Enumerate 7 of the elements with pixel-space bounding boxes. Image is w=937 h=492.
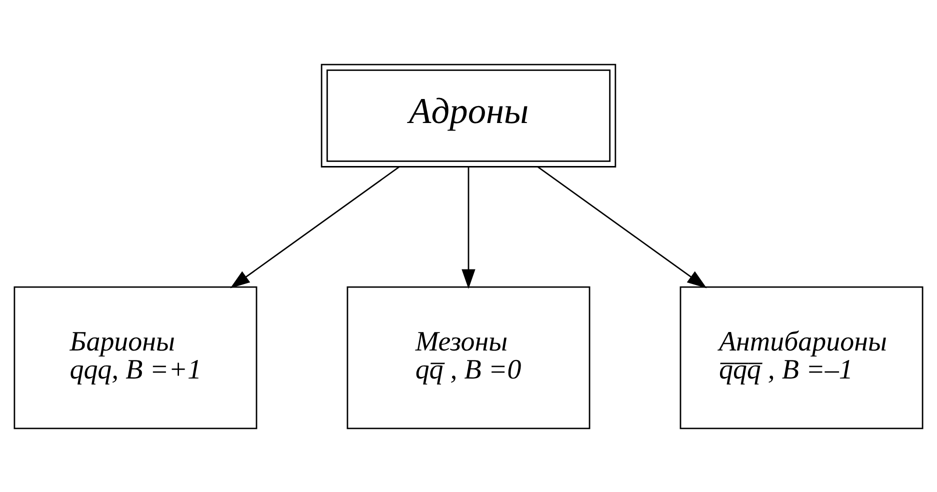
node-box: Антибарионы q̅q̅q̅ , B =–1 [680, 286, 924, 429]
arrow [230, 166, 400, 288]
node-box: Барионы qqq, B =+1 [14, 286, 258, 429]
node-box: Мезоны qq̅ , B =0 [346, 286, 590, 429]
node-box: Адроны [320, 63, 616, 167]
arrow [462, 166, 476, 288]
arrow [538, 166, 707, 288]
